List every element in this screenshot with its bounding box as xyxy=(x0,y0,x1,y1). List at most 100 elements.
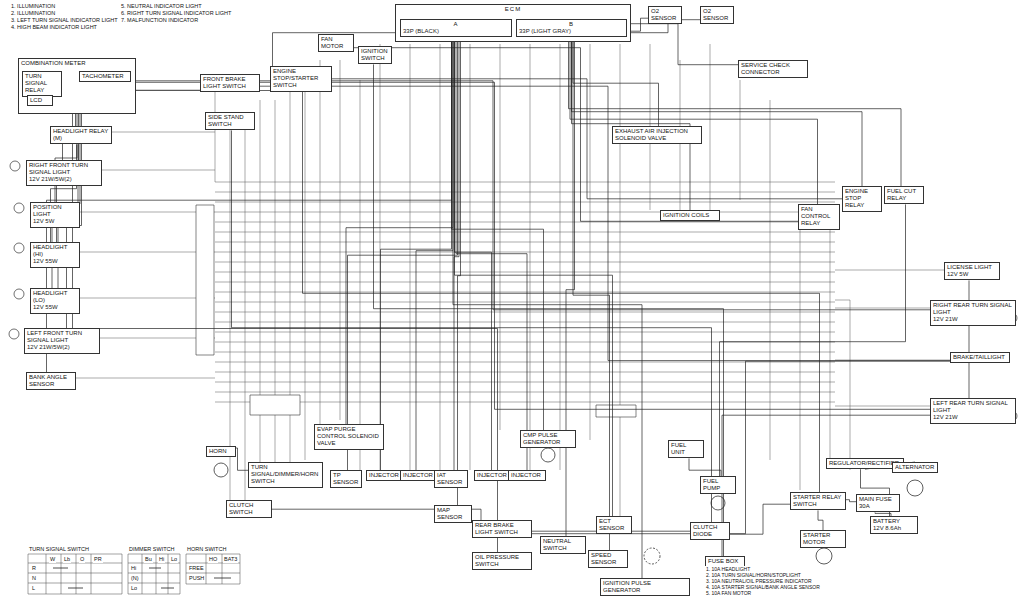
connector-box: TACHOMETER xyxy=(79,71,131,82)
wire xyxy=(62,81,930,310)
diagram-label: L xyxy=(31,585,36,592)
diagram-label: Bu xyxy=(144,556,153,563)
component-box: INJECTOR xyxy=(400,470,438,481)
lamp-symbol xyxy=(9,329,19,339)
component-box: FRONT BRAKE LIGHT SWITCH xyxy=(200,74,260,92)
diagram-label: 5. 10A FAN MOTOR xyxy=(705,590,752,596)
component-name: CLUTCH DIODE xyxy=(693,524,727,538)
component-name: INJECTOR xyxy=(477,472,509,479)
component-name: OIL PRESSURE SWITCH xyxy=(475,554,529,568)
component-rating: 33P (BLACK) xyxy=(403,28,509,35)
wire xyxy=(532,361,950,534)
component-name: REGULATOR/RECTIFIER xyxy=(829,460,901,467)
component-box: HORN xyxy=(206,446,236,457)
component-name: INJECTOR xyxy=(511,472,543,479)
alternator-symbol xyxy=(907,480,923,496)
component-box: LEFT FRONT TURN SIGNAL LIGHT12V 21W/5W(2… xyxy=(24,328,100,354)
component-name: RIGHT REAR TURN SIGNAL LIGHT xyxy=(933,302,1013,316)
motor-symbol xyxy=(816,548,832,564)
connector-box: TURN SIGNAL RELAY xyxy=(22,71,62,97)
component-box: STARTER RELAY SWITCH xyxy=(790,492,846,510)
component-name: LEFT REAR TURN SIGNAL LIGHT xyxy=(933,400,1013,414)
diagram-label: HORN SWITCH xyxy=(186,546,227,553)
wire xyxy=(730,504,790,534)
component-name: TURN SIGNAL/DIMMER/HORN SWITCH xyxy=(251,464,320,486)
component-box: CMP PULSE GENERATOR xyxy=(520,430,576,448)
wire xyxy=(569,37,902,186)
diagram-label: PR xyxy=(93,556,103,563)
wire xyxy=(456,37,527,470)
component-box: POSITION LIGHT12V 5W xyxy=(30,202,80,228)
wire xyxy=(374,64,724,556)
diagram-label: FREE xyxy=(188,565,205,572)
diagram-label: TURN SIGNAL SWITCH xyxy=(28,546,90,553)
wire xyxy=(720,204,906,476)
diagram-label: PUSH xyxy=(188,575,205,582)
harness-wires xyxy=(215,182,835,402)
component-rating: 12V 55W xyxy=(33,304,77,311)
component-box: RIGHT FRONT TURN SIGNAL LIGHT12V 21W/5W(… xyxy=(26,160,102,186)
component-box: FAN CONTROL RELAY xyxy=(798,204,840,230)
component-box: FUEL CUT RELAY xyxy=(884,186,924,204)
component-name: EVAP PURGE CONTROL SOLENOID VALVE xyxy=(317,426,381,448)
component-box: CLUTCH DIODE xyxy=(690,522,730,540)
component-name: ENGINE STOP/STARTER SWITCH xyxy=(273,68,329,90)
component-name: TURN SIGNAL RELAY xyxy=(25,73,59,95)
component-box: INJECTOR xyxy=(366,470,404,481)
wire xyxy=(348,37,458,470)
wire xyxy=(416,37,453,470)
component-box: OIL PRESSURE SWITCH xyxy=(472,552,532,570)
component-name: A xyxy=(403,21,509,28)
component-name: BATTERY xyxy=(873,518,915,525)
component-rating: 12V 21W xyxy=(933,316,1013,323)
wire xyxy=(572,37,863,186)
diagram-label: Hi xyxy=(130,565,137,572)
component-name: HORN xyxy=(209,448,233,455)
component-name: IGNITION SWITCH xyxy=(361,48,389,62)
connector-box: LCD xyxy=(27,95,53,106)
component-name: STARTER RELAY SWITCH xyxy=(793,494,843,508)
component-name: ALTERNATOR xyxy=(895,464,935,471)
component-name: O2 SENSOR xyxy=(703,8,731,22)
diagram-label: 2. ILLUMINATION xyxy=(10,10,56,17)
component-name: ENGINE STOP RELAY xyxy=(845,188,879,210)
wire xyxy=(627,24,738,65)
diagram-label: (N) xyxy=(130,575,140,582)
component-name: HEADLIGHT RELAY (M) xyxy=(53,128,109,142)
diagram-label: R xyxy=(31,565,37,572)
diagram-label: O xyxy=(79,556,85,563)
component-box: TURN SIGNAL/DIMMER/HORN SWITCH xyxy=(248,462,323,488)
harness-wires xyxy=(230,44,830,520)
component-name: SIDE STAND SWITCH xyxy=(208,114,252,128)
component-box: SIDE STAND SWITCH xyxy=(205,112,255,130)
component-rating: 12V 55W xyxy=(33,258,77,265)
component-name: BANK ANGLE SENSOR xyxy=(29,374,73,388)
component-name: SPEED SENSOR xyxy=(591,552,625,566)
component-box: ECT SENSOR xyxy=(596,516,632,534)
wire xyxy=(236,448,248,470)
diagram-label: Lo xyxy=(170,556,178,563)
component-box: STARTER MOTOR xyxy=(800,530,846,548)
component-name: HEADLIGHT (HI) xyxy=(33,244,77,258)
wire xyxy=(303,92,820,492)
component-box: ENGINE STOP RELAY xyxy=(842,186,882,212)
wire xyxy=(573,37,659,126)
pump-symbol xyxy=(711,496,725,510)
component-name: INJECTOR xyxy=(403,472,435,479)
component-box: LEFT REAR TURN SIGNAL LIGHT12V 21W xyxy=(930,398,1016,424)
diagram-label: BAT3 xyxy=(223,556,238,563)
component-name: O2 SENSOR xyxy=(651,8,679,22)
component-box: BATTERY12V 8.6Ah xyxy=(870,516,918,534)
lamp-symbol xyxy=(14,203,24,213)
component-name: HEADLIGHT (LO) xyxy=(33,290,77,304)
component-name: COMBINATION METER xyxy=(21,60,133,67)
diagram-label: N xyxy=(31,575,37,582)
component-box: BRAKE/TAILLIGHT xyxy=(950,352,1010,363)
component-name: LICENSE LIGHT xyxy=(947,264,997,271)
component-name: B xyxy=(519,21,624,28)
component-name: LEFT FRONT TURN SIGNAL LIGHT xyxy=(27,330,97,344)
wire xyxy=(73,114,498,552)
component-box: EVAP PURGE CONTROL SOLENOID VALVE xyxy=(314,424,384,450)
component-box: BANK ANGLE SENSOR xyxy=(26,372,76,390)
